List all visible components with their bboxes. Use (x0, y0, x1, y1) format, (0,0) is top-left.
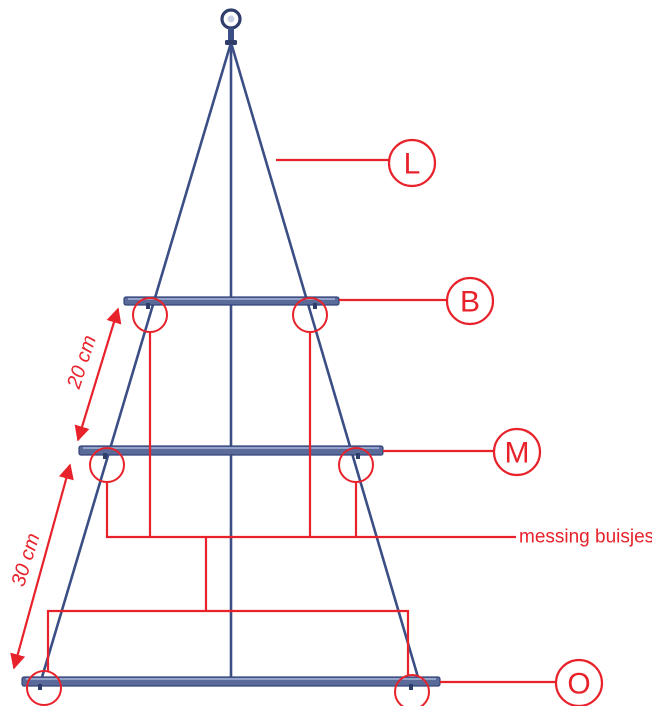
label-O-text: O (567, 668, 590, 701)
tube-bracket-lines (46, 332, 516, 676)
label-M-text: M (505, 437, 530, 470)
eye-hook-icon (220, 8, 242, 45)
tube-markers (26, 297, 430, 706)
tube-marker-bottom-left (26, 670, 62, 706)
middle-shelf-bar (78, 445, 384, 456)
label-leaders (276, 158, 556, 684)
label-L-text: L (404, 148, 421, 181)
ropes (38, 44, 422, 686)
dimension-lower: 30 cm (8, 463, 74, 670)
label-O: O (554, 658, 604, 706)
rope-knots (38, 303, 413, 690)
label-M: M (492, 427, 542, 477)
dimension-upper: 20 cm (63, 307, 122, 442)
tube-marker-bottom-right (394, 674, 430, 706)
label-L: L (387, 138, 437, 188)
right-rope (230, 44, 422, 686)
tubes-annotation: messing buisjes (519, 527, 652, 548)
label-B-text: B (460, 286, 480, 319)
bottom-shelf-bar (21, 676, 441, 687)
label-B: B (445, 276, 495, 326)
